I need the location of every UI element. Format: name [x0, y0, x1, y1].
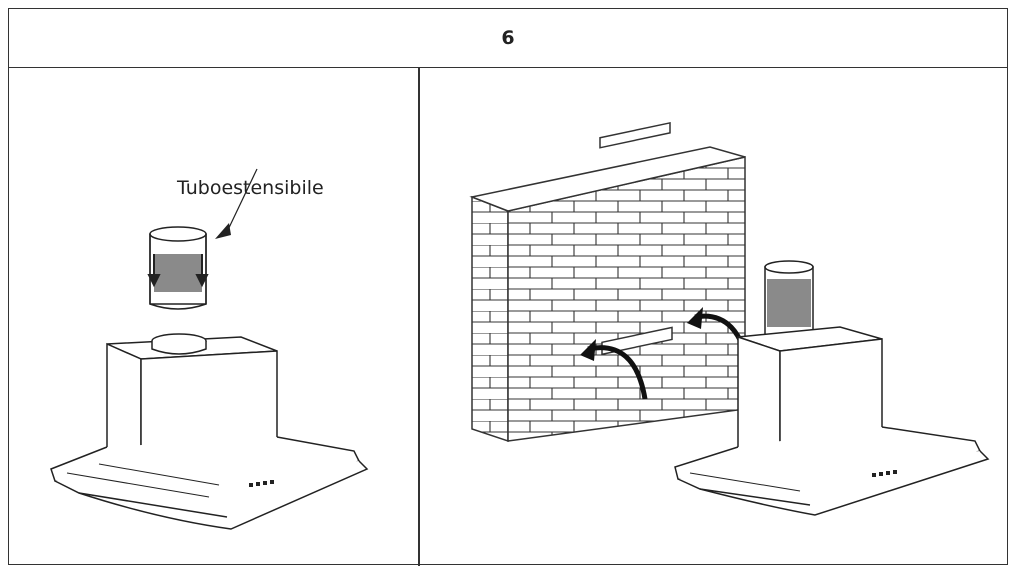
down-arrows	[147, 254, 209, 288]
control-buttons	[872, 470, 897, 477]
arrow-heads	[580, 307, 703, 361]
right-panel	[420, 69, 1007, 565]
brick-wall	[469, 146, 746, 443]
extension-tube-label: Tuboestensibile	[177, 177, 324, 199]
left-panel: Tuboestensibile	[9, 69, 417, 565]
hood-mounting-on-wall-illustration	[469, 121, 990, 516]
step-header: 6	[9, 9, 1007, 68]
step-number: 6	[501, 27, 515, 49]
hood-with-extension-tube-illustration	[50, 168, 369, 530]
extension-tube	[149, 226, 207, 310]
hood-canopy	[50, 436, 369, 530]
instruction-table: 6 Tuboestensibile	[8, 8, 1008, 566]
callout-leader	[215, 168, 258, 239]
control-buttons	[249, 480, 274, 487]
panel-divider	[418, 68, 420, 566]
mounted-hood	[674, 260, 990, 516]
